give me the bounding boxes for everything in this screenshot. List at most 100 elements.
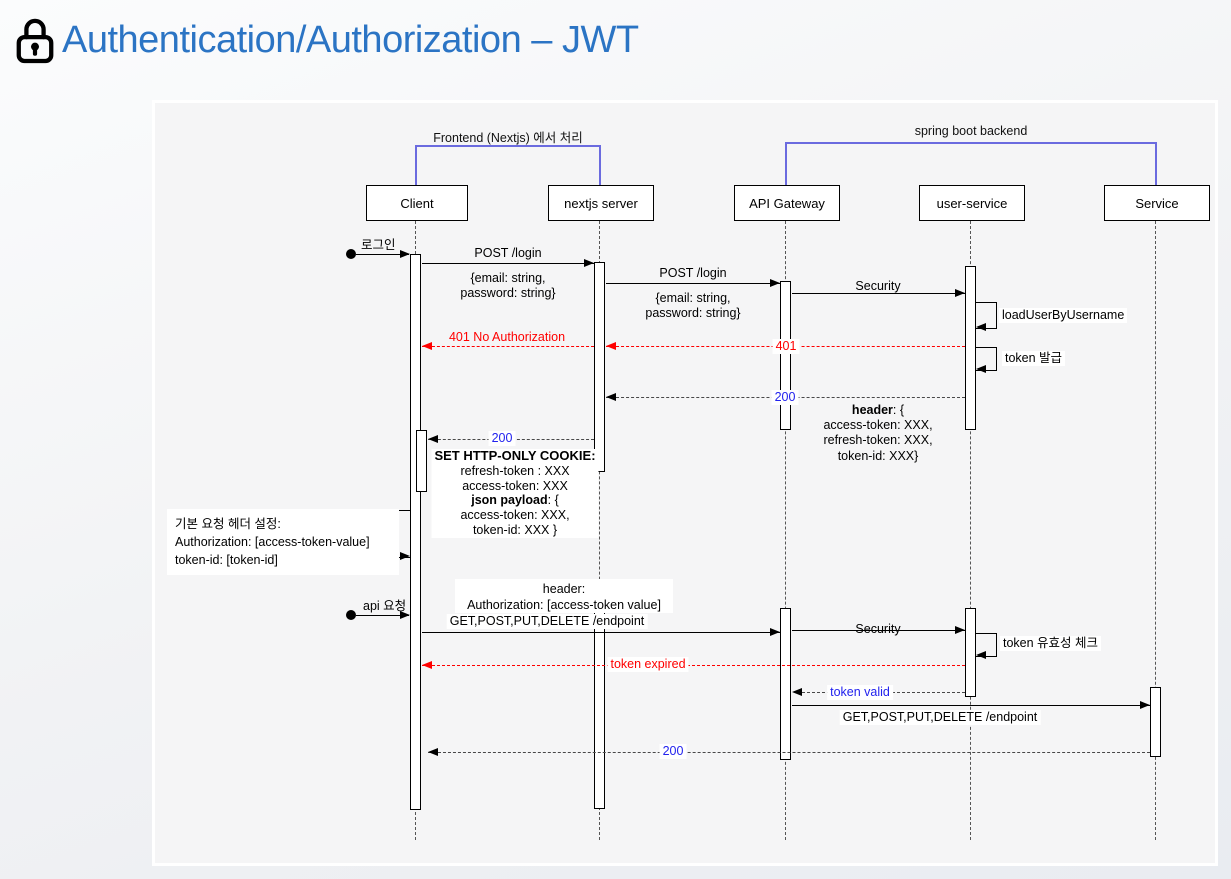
label-post-login-1-payload: {email: string, password: string} xyxy=(460,271,556,301)
message-post-login-2 xyxy=(606,283,780,284)
label-post-login-2: POST /login xyxy=(659,266,727,280)
message-token-expired xyxy=(422,665,965,666)
frame-frontend-left xyxy=(415,145,417,185)
arrowhead-default-headers xyxy=(400,551,410,560)
actor-nextjs-label: nextjs server xyxy=(564,195,638,211)
activation-apigw-2 xyxy=(780,608,791,760)
label-200-front: 200 xyxy=(488,431,516,446)
note-set-cookie-l3: access-token: XXX, xyxy=(460,508,570,523)
slide-header: Authentication/Authorization – JWT xyxy=(14,16,639,64)
arrowhead-200-back xyxy=(606,392,616,401)
message-get-endpoint-1 xyxy=(422,632,780,633)
arrowhead-get-endpoint-1 xyxy=(770,627,780,636)
arrowhead-token-check xyxy=(976,650,986,659)
arrowhead-200-final xyxy=(428,747,438,756)
lifeline-service xyxy=(1155,221,1156,840)
activation-client-main xyxy=(410,254,421,810)
activation-user-2 xyxy=(965,608,976,697)
actor-api-gateway: API Gateway xyxy=(734,185,840,221)
message-security-1 xyxy=(792,293,965,294)
actor-service: Service xyxy=(1104,185,1210,221)
label-get-endpoint-1: GET,POST,PUT,DELETE /endpoint xyxy=(446,614,648,629)
frame-frontend-bar xyxy=(415,145,601,147)
note-set-cookie-json: json payload xyxy=(471,493,548,508)
activation-nextjs-1 xyxy=(594,262,605,472)
message-401-front xyxy=(422,346,594,347)
label-200-final: 200 xyxy=(659,744,687,759)
arrowhead-post-login-1 xyxy=(584,258,594,267)
message-security-2 xyxy=(792,630,965,631)
selfcall-token-issue xyxy=(976,347,997,371)
label-token-expired: token expired xyxy=(607,657,689,672)
lock-icon xyxy=(16,18,54,64)
label-token-check: token 유효성 체크 xyxy=(1000,636,1102,651)
frame-backend-right xyxy=(1155,142,1157,185)
selfcall-load-user xyxy=(976,302,997,329)
frame-frontend-right xyxy=(599,145,601,185)
message-post-login-1 xyxy=(422,263,594,264)
arrowhead-token-issue xyxy=(976,364,986,373)
note-header-lines: access-token: XXX, refresh-token: XXX, t… xyxy=(823,418,933,463)
label-401-back: 401 xyxy=(772,339,800,354)
label-401-front: 401 No Authorization xyxy=(448,330,566,344)
arrowhead-security-1 xyxy=(955,288,965,297)
activation-service xyxy=(1150,687,1161,757)
activation-apigw-1 xyxy=(780,281,791,430)
actor-client: Client xyxy=(366,185,468,221)
actor-api-gateway-label: API Gateway xyxy=(749,195,825,211)
activation-client-nested xyxy=(416,430,427,492)
page-title: Authentication/Authorization – JWT xyxy=(62,18,639,61)
actor-nextjs-server: nextjs server xyxy=(548,185,654,221)
label-load-user: loadUserByUsername xyxy=(999,308,1128,323)
note-request-header: header: Authorization: [access-token val… xyxy=(455,579,673,613)
label-post-login-1: POST /login xyxy=(474,246,542,260)
actor-user-service-label: user-service xyxy=(936,195,1008,211)
frame-frontend-label: Frontend (Nextjs) 에서 처리 xyxy=(433,131,583,145)
label-token-issue: token 발급 xyxy=(1002,351,1066,366)
lifeline-user-service xyxy=(970,221,971,840)
message-200-final xyxy=(428,752,1150,753)
label-get-endpoint-2: GET,POST,PUT,DELETE /endpoint xyxy=(839,710,1041,725)
label-security-1: Security xyxy=(855,279,901,293)
note-set-cookie-title: SET HTTP-ONLY COOKIE: xyxy=(434,448,596,463)
lifeline-nextjs xyxy=(599,221,600,840)
label-200-back: 200 xyxy=(771,390,799,405)
label-login-trigger: 로그인 xyxy=(361,238,396,255)
message-get-endpoint-2 xyxy=(792,705,1150,706)
note-set-cookie: SET HTTP-ONLY COOKIE: refresh-token : XX… xyxy=(431,448,599,538)
arrowhead-401-back xyxy=(606,341,616,350)
note-set-cookie-l1: refresh-token : XXX xyxy=(460,463,570,478)
activation-nextjs-2 xyxy=(594,612,605,809)
frame-backend-bar xyxy=(785,142,1157,144)
note-header-block: header: { access-token: XXX, refresh-tok… xyxy=(823,403,932,464)
found-message-dot-login xyxy=(346,249,356,259)
arrowhead-api xyxy=(400,610,410,619)
frame-backend-label: spring boot backend xyxy=(914,124,1028,138)
arrowhead-token-valid xyxy=(792,687,802,696)
arrowhead-token-expired xyxy=(422,660,432,669)
note-header-bold: header xyxy=(851,403,893,417)
lifeline-api-gateway xyxy=(785,221,786,840)
actor-client-label: Client xyxy=(400,195,434,211)
actor-service-label: Service xyxy=(1135,195,1179,211)
note-set-cookie-l4: token-id: XXX } xyxy=(472,522,558,537)
arrowhead-401-front xyxy=(422,341,432,350)
note-header-rest: : { xyxy=(892,403,905,417)
note-default-headers: 기본 요청 헤더 설정: Authorization: [access-toke… xyxy=(167,509,399,575)
label-security-2: Security xyxy=(855,622,901,636)
selfcall-token-check xyxy=(976,633,997,657)
label-post-login-2-payload: {email: string, password: string} xyxy=(645,291,741,321)
diagram-panel xyxy=(152,100,1218,866)
activation-user-1 xyxy=(965,266,976,430)
actor-user-service: user-service xyxy=(919,185,1025,221)
arrowhead-200-front xyxy=(428,434,438,443)
arrowhead-get-endpoint-2 xyxy=(1140,700,1150,709)
arrowhead-login xyxy=(400,249,410,258)
frame-backend-left xyxy=(785,142,787,185)
label-token-valid: token valid xyxy=(827,685,893,700)
found-message-dot-api xyxy=(346,610,356,620)
label-api-trigger: api 요청 xyxy=(363,599,407,616)
note-set-cookie-l2: access-token: XXX xyxy=(462,478,568,493)
arrowhead-security-2 xyxy=(955,625,965,634)
